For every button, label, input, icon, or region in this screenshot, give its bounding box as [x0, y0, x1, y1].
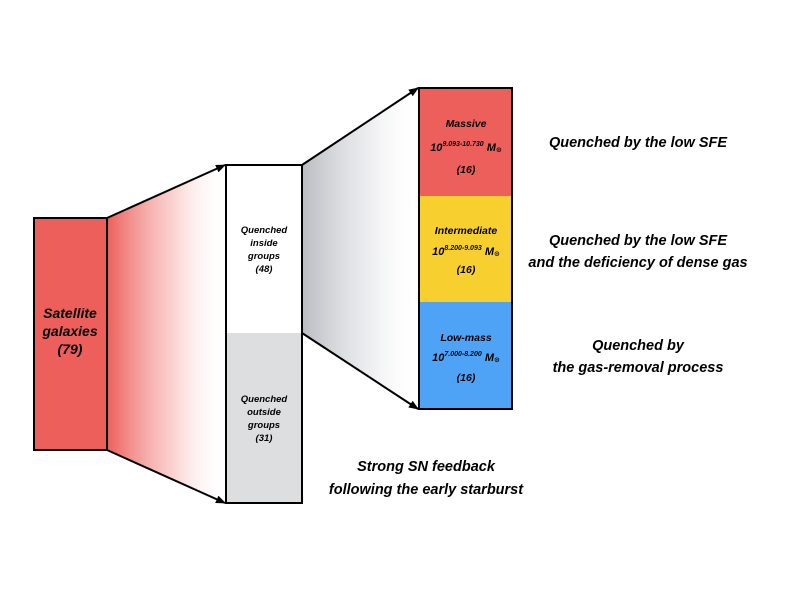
note-outside-line1: Strong SN feedback: [357, 459, 496, 475]
inside-count: (48): [256, 264, 273, 275]
note-massive: Quenched by the low SFE: [549, 135, 728, 151]
massive-mass-base: 10: [430, 142, 443, 154]
outside-count: (31): [256, 433, 273, 444]
arrow-to-outside: [106, 449, 226, 504]
intermediate-mass-range: 8.200-9.093: [444, 245, 481, 252]
sun-symbol-icon: ⊙: [496, 147, 502, 154]
satellite-box: [33, 217, 108, 451]
lowmass-mass-base: 10: [432, 352, 445, 364]
arrow-to-inside: [106, 164, 226, 219]
note-outside-line2: following the early starburst: [329, 482, 524, 498]
intermediate-name: Intermediate: [435, 225, 498, 237]
arrow-to-lowmass: [301, 332, 419, 410]
outside-label-line1: Quenched: [241, 394, 288, 405]
outside-label-line3: groups: [247, 420, 280, 431]
massive-count: (16): [457, 164, 476, 176]
outside-groups-box: [226, 333, 302, 503]
lowmass-bin: [419, 302, 512, 409]
intermediate-bin: [419, 196, 512, 302]
note-lowmass-line2: the gas-removal process: [553, 360, 724, 376]
massive-name: Massive: [446, 118, 487, 130]
inside-label-line2: inside: [250, 238, 278, 249]
lowmass-mass-unit: M: [485, 352, 495, 364]
note-intermediate-line2: and the deficiency of dense gas: [528, 255, 747, 271]
note-intermediate-line1: Quenched by the low SFE: [549, 233, 728, 249]
funnel-inside-to-massbins: [302, 88, 418, 409]
massive-bin: [419, 88, 512, 196]
lowmass-name: Low-mass: [440, 332, 492, 344]
satellite-count: (79): [58, 341, 83, 357]
arrow-to-massive: [301, 87, 419, 166]
inside-label-line1: Quenched: [241, 225, 288, 236]
massive-mass: 109.093-10.730 M⊙: [430, 141, 502, 154]
intermediate-count: (16): [457, 264, 476, 276]
inside-groups-box: [226, 165, 302, 333]
satellite-label-line2: galaxies: [41, 323, 97, 339]
satellite-label-line1: Satellite: [43, 305, 97, 321]
outside-label-line2: outside: [247, 407, 281, 418]
intermediate-mass-base: 10: [432, 246, 445, 258]
funnel-satellite-to-groups: [107, 165, 226, 503]
note-lowmass-line1: Quenched by: [592, 338, 685, 354]
lowmass-mass-range: 7.000-8.200: [444, 351, 481, 358]
lowmass-mass: 107.000-8.200 M⊙: [432, 351, 500, 364]
massive-mass-unit: M: [487, 142, 497, 154]
inside-label-line3: groups: [247, 251, 280, 262]
intermediate-mass-unit: M: [485, 246, 495, 258]
lowmass-count: (16): [457, 372, 476, 384]
sun-symbol-icon: ⊙: [494, 357, 500, 364]
sun-symbol-icon: ⊙: [494, 251, 500, 258]
massbins-outline: [418, 87, 513, 410]
intermediate-mass: 108.200-9.093 M⊙: [432, 245, 500, 258]
massive-mass-range: 9.093-10.730: [442, 141, 483, 148]
